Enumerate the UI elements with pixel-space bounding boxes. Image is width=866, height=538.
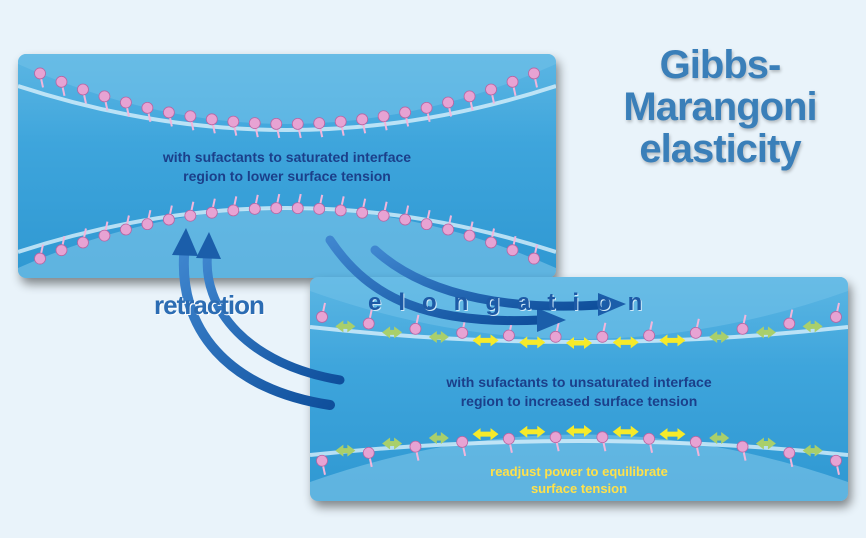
bottom-upper-surfactant xyxy=(317,303,328,323)
top-upper-surfactant xyxy=(357,114,368,134)
unsaturated-caption: with sufactants to unsaturated interface… xyxy=(310,373,848,411)
top-upper-surfactant xyxy=(185,111,196,131)
top-lower-surfactant xyxy=(163,206,174,226)
top-lower-surfactant xyxy=(335,196,346,216)
equilibrate-note-line-2: surface tension xyxy=(310,480,848,497)
saturated-interface-panel: with sufactants to saturated interface r… xyxy=(18,54,556,278)
top-upper-surfactant xyxy=(56,76,67,96)
top-upper-surfactant xyxy=(271,118,282,138)
unsaturated-caption-line-2: region to increased surface tension xyxy=(310,392,848,411)
upper-tension-arrow xyxy=(519,336,545,348)
top-upper-surfactant xyxy=(228,116,239,136)
top-upper-surfactant xyxy=(77,84,88,104)
diagram-title: Gibbs-Marangoni elasticity xyxy=(570,44,866,170)
top-upper-surfactant xyxy=(249,118,260,137)
top-lower-surfactant xyxy=(314,195,325,215)
saturated-caption-line-1: with sufactants to saturated interface xyxy=(18,148,556,167)
unsaturated-caption-line-1: with sufactants to unsaturated interface xyxy=(310,373,848,392)
top-upper-surfactant xyxy=(335,116,346,136)
top-upper-surfactant xyxy=(292,118,303,138)
top-lower-surfactant xyxy=(120,216,131,236)
top-lower-surfactant xyxy=(185,202,196,222)
top-upper-surfactant xyxy=(206,114,217,134)
top-lower-surfactant xyxy=(271,194,282,214)
equilibrate-note: readjust power to equilibrate surface te… xyxy=(310,463,848,497)
upper-tension-arrow xyxy=(429,331,449,343)
equilibrate-note-line-1: readjust power to equilibrate xyxy=(310,463,848,480)
top-lower-surfactant xyxy=(249,195,260,215)
top-lower-surfactant xyxy=(206,199,217,219)
upper-tension-arrow xyxy=(473,334,499,346)
retraction-label: retraction xyxy=(154,290,264,321)
saturated-caption: with sufactants to saturated interface r… xyxy=(18,148,556,186)
elongation-label: elongation xyxy=(368,289,659,317)
lower-tension-arrow xyxy=(659,428,685,440)
top-lower-surfactant xyxy=(443,216,454,236)
top-upper-surfactant xyxy=(35,68,46,88)
lower-tension-arrow xyxy=(429,432,449,444)
bottom-upper-surfactant xyxy=(831,303,842,323)
saturated-caption-line-2: region to lower surface tension xyxy=(18,167,556,186)
upper-tension-arrow xyxy=(659,334,685,346)
top-lower-surfactant xyxy=(292,194,303,214)
top-lower-surfactant xyxy=(357,199,368,219)
bottom-upper-surfactant xyxy=(784,310,795,330)
top-lower-surfactant xyxy=(378,202,389,222)
lower-tension-arrow xyxy=(335,445,355,457)
top-upper-surfactant xyxy=(486,84,497,104)
top-upper-surfactant xyxy=(529,68,540,88)
top-lower-surfactant xyxy=(421,210,432,230)
lower-tension-arrow xyxy=(473,428,499,440)
title-line-2: elasticity xyxy=(570,128,866,170)
top-lower-surfactant xyxy=(400,206,411,226)
top-upper-surfactant xyxy=(314,118,325,137)
top-lower-surfactant xyxy=(99,222,110,242)
upper-tension-arrow xyxy=(709,331,729,343)
title-line-1: Gibbs-Marangoni xyxy=(570,44,866,128)
lower-tension-arrow xyxy=(709,432,729,444)
top-lower-surfactant xyxy=(142,210,153,230)
top-lower-surfactant xyxy=(464,222,475,242)
lower-tension-arrow xyxy=(803,445,823,457)
top-lower-surfactant xyxy=(228,196,239,216)
upper-tension-arrow xyxy=(613,336,639,348)
top-upper-surfactant xyxy=(378,111,389,131)
top-upper-surfactant xyxy=(507,76,518,96)
